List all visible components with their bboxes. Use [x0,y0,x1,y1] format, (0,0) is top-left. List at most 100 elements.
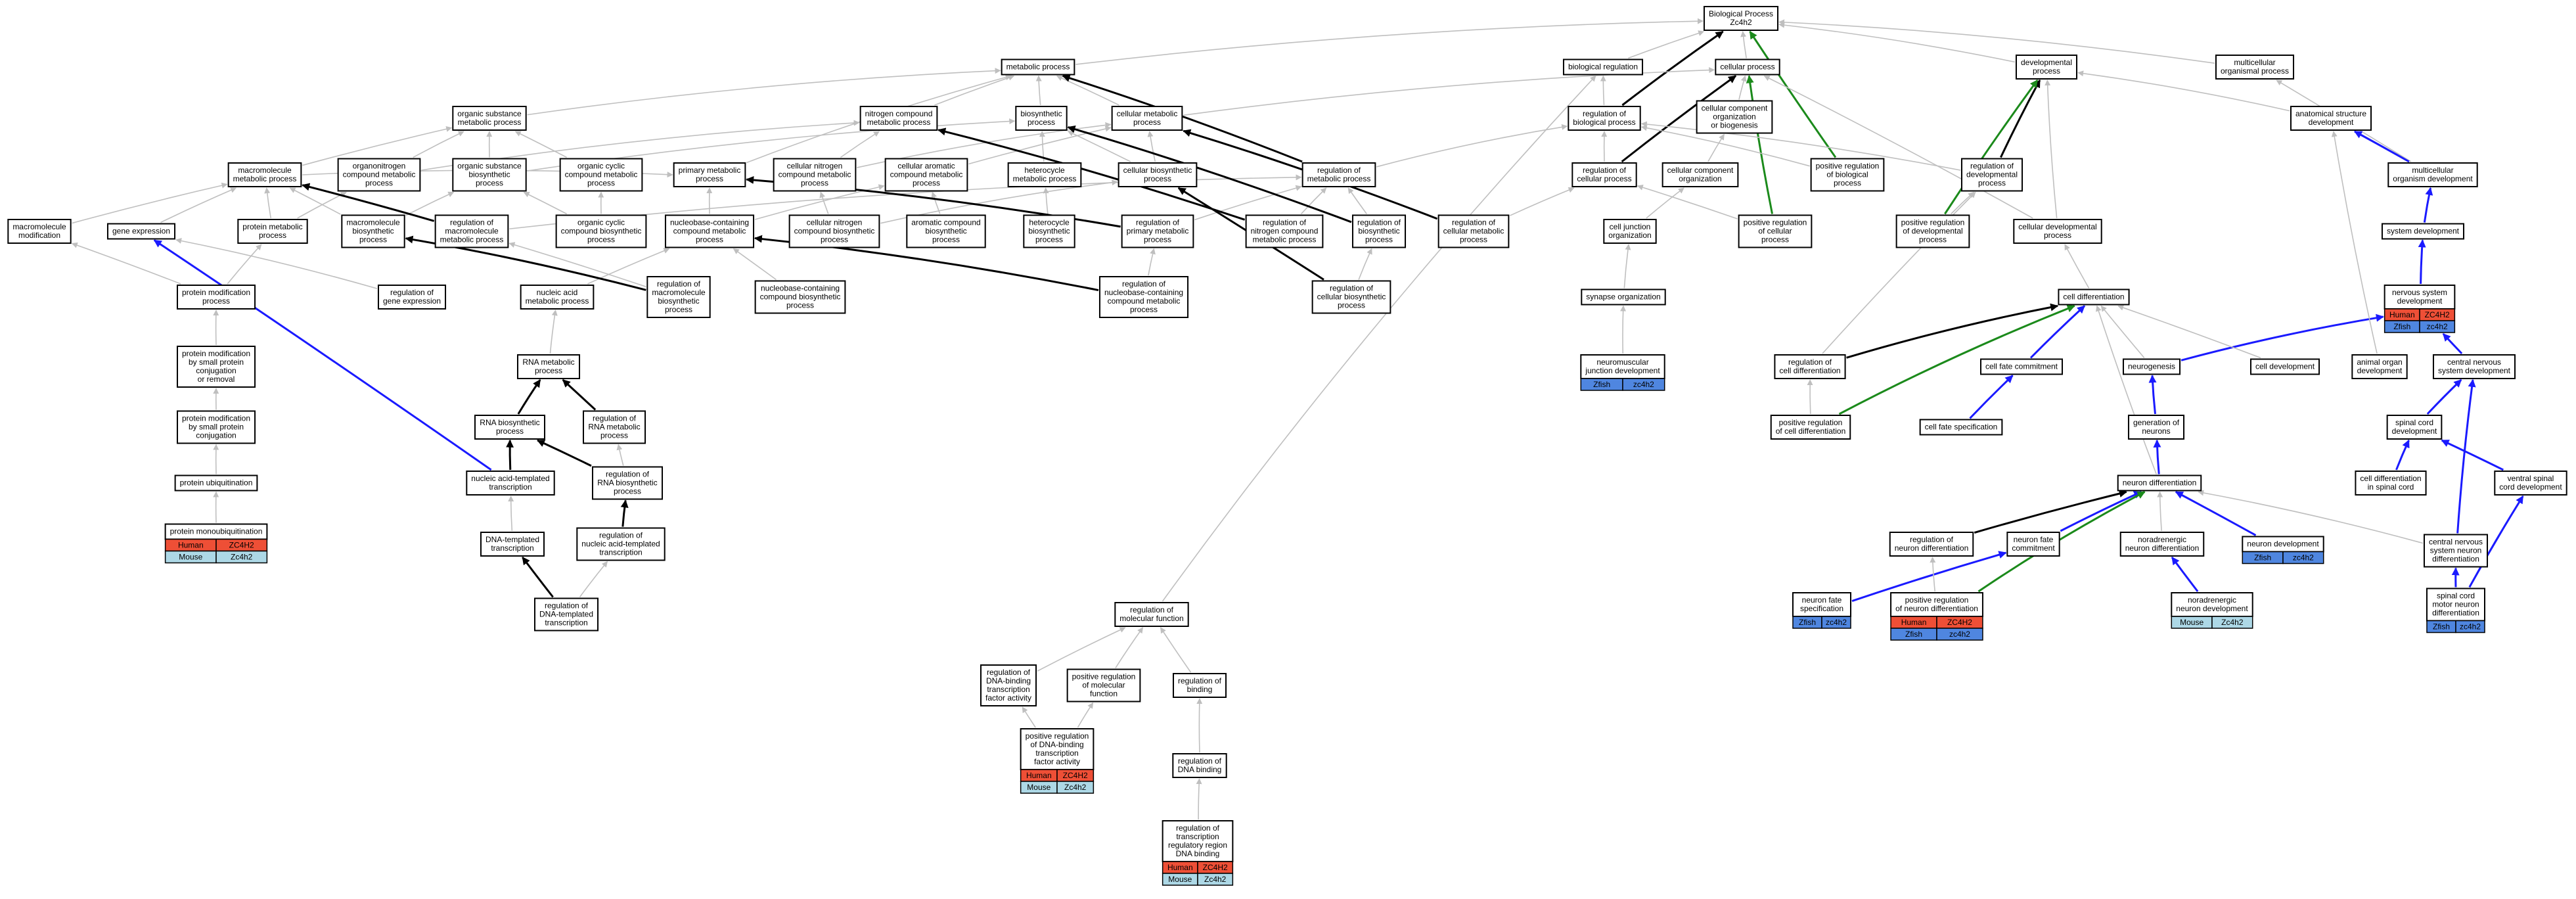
go-term-node-geneexpr[interactable]: gene expression [106,223,176,240]
go-term-node-celldiff[interactable]: cell differentiation [2058,288,2130,306]
go-term-node-cellfatespec[interactable]: cell fate specification [1919,419,2003,436]
go-term-node-neurogenesis[interactable]: neurogenesis [2122,358,2181,375]
go-term-node-cellfatecomm[interactable]: cell fate commitment [1979,358,2064,375]
go-term-node-regmacrobio[interactable]: regulation ofmacromoleculebiosyntheticpr… [646,276,711,318]
go-term-node-neurdiff[interactable]: neuron differentiation [2117,474,2202,492]
go-term-node-synapse[interactable]: synapse organization [1581,288,1666,306]
go-term-node-regdnabindtf[interactable]: regulation ofDNA-bindingtranscriptionfac… [980,664,1037,706]
go-term-node-sysdev[interactable]: system development [2381,223,2465,240]
go-term-node-cellular[interactable]: cellular process [1715,58,1780,76]
go-term-node-bioreg[interactable]: biological regulation [1562,58,1644,76]
edge-is-a [1807,379,1813,415]
go-term-node-celldev[interactable]: cell development [2249,358,2320,375]
go-term-node-protubi[interactable]: protein ubiquitination [174,474,258,492]
go-term-node-regnucleobase[interactable]: regulation ofnucleobase-containingcompou… [1098,276,1189,318]
go-term-node-metabolic[interactable]: metabolic process [1001,58,1075,76]
